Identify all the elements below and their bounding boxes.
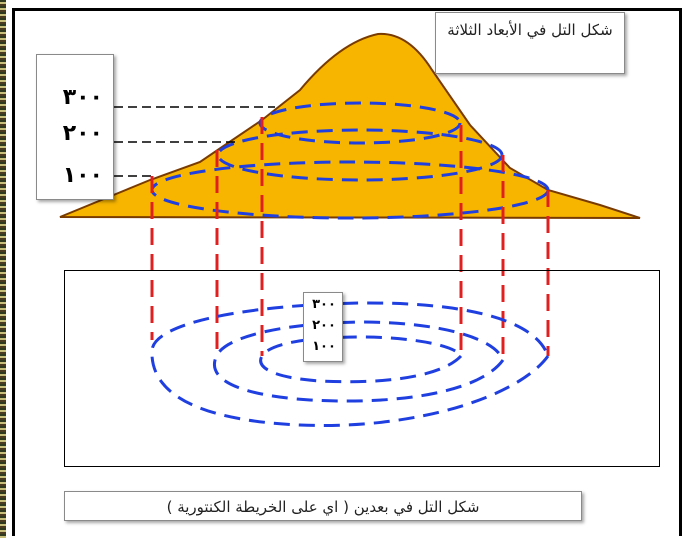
contour-map-frame [64,270,660,467]
map-contour-300 [259,335,463,384]
elevation-label-300: ٣٠٠ [62,85,103,110]
elevation-label-200: ٢٠٠ [62,121,103,146]
map-elevation-label-300: ٣٠٠ [312,297,336,312]
map-elevation-label-100: ١٠٠ [312,339,336,354]
map-contour-200 [213,320,505,403]
decorative-frame-edge [0,0,6,538]
elevation-scale-box: ٣٠٠ ٢٠٠ ١٠٠ [36,54,114,200]
diagram-title: شكل التل في الأبعاد الثلاثة [435,12,625,74]
map-contours [150,301,550,427]
elevation-label-100: ١٠٠ [62,163,103,188]
leader-lines [114,106,275,177]
map-elevation-box: ٣٠٠ ٢٠٠ ١٠٠ [303,292,343,362]
map-elevation-label-200: ٢٠٠ [312,318,336,333]
projection-lines [150,117,550,360]
diagram-caption: شكل التل في بعدين ( اي على الخريطة الكنت… [64,491,582,521]
hill-contour-300 [258,101,462,145]
outer-frame [12,8,682,536]
